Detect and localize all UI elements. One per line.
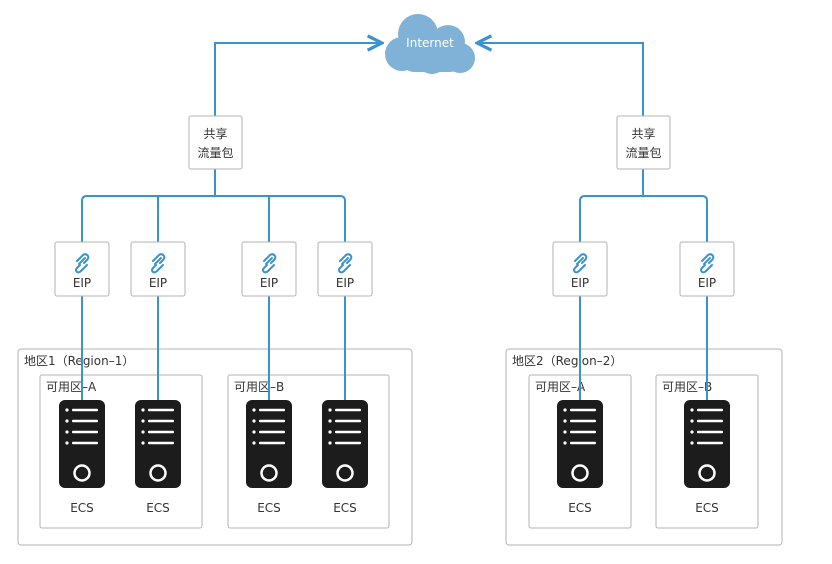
eip-group: EIP EIP EIP EIP EIP EIP [54,241,735,297]
ecs-label: ECS [333,501,357,515]
region-2-label: 地区2（Region–2） [512,354,622,368]
eip-label: EIP [571,276,589,290]
ecs-label: ECS [257,501,281,515]
region-1-label: 地区1（Region–1） [24,354,134,368]
ecs-label: ECS [146,501,170,515]
share-package-line2: 流量包 [197,146,233,160]
eip-node: EIP [317,241,373,297]
ecs-label: ECS [695,501,719,515]
ecs-group: ECS ECS ECS ECS ECS ECS [59,400,730,515]
share-package-line2: 流量包 [625,146,661,160]
link-share1-internet [214,43,382,116]
ecs-node: ECS [557,400,603,515]
share-package-line1: 共享 [203,126,227,141]
eip-node: EIP [54,241,110,297]
ecs-node: ECS [246,400,292,515]
internet-label: Internet [406,36,454,50]
link-share1-bus [81,195,346,242]
power-icon [336,464,354,482]
ecs-label: ECS [70,501,94,515]
link-icon [700,253,715,274]
ecs-label: ECS [568,501,592,515]
eip-label: EIP [73,276,91,290]
eip-node: EIP [241,241,297,297]
eip-label: EIP [149,276,167,290]
ecs-node: ECS [322,400,368,515]
power-icon [260,464,278,482]
power-icon [149,464,167,482]
link-share2-bus [579,195,708,242]
internet-cloud: Internet [385,14,475,74]
power-icon [571,464,589,482]
share-package-line1: 共享 [631,126,655,141]
ecs-node: ECS [59,400,105,515]
eip-label: EIP [336,276,354,290]
eip-node: EIP [130,241,186,297]
share-package-box [188,115,243,170]
power-icon [73,464,91,482]
share-package-2: 共享 流量包 [616,115,671,170]
ecs-node: ECS [684,400,730,515]
cloud-icon [385,14,475,74]
share-package-1: 共享 流量包 [188,115,243,170]
link-icon [338,253,353,274]
link-icon [75,253,90,274]
eip-label: EIP [260,276,278,290]
power-icon [698,464,716,482]
eip-label: EIP [698,276,716,290]
region-2: 地区2（Region–2） 可用区–A 可用区–B [505,348,783,546]
zone-label: 可用区–A [535,380,586,394]
ecs-node: ECS [135,400,181,515]
link-icon [573,253,588,274]
eip-node: EIP [679,241,735,297]
link-icon [151,253,166,274]
eip-node: EIP [552,241,608,297]
connections [81,43,708,402]
share-package-box [616,115,671,170]
zone-label: 可用区–A [46,380,97,394]
link-icon [262,253,277,274]
link-share2-internet [477,43,644,116]
zone-label: 可用区–B [234,380,284,394]
zone-label: 可用区–B [662,380,712,394]
